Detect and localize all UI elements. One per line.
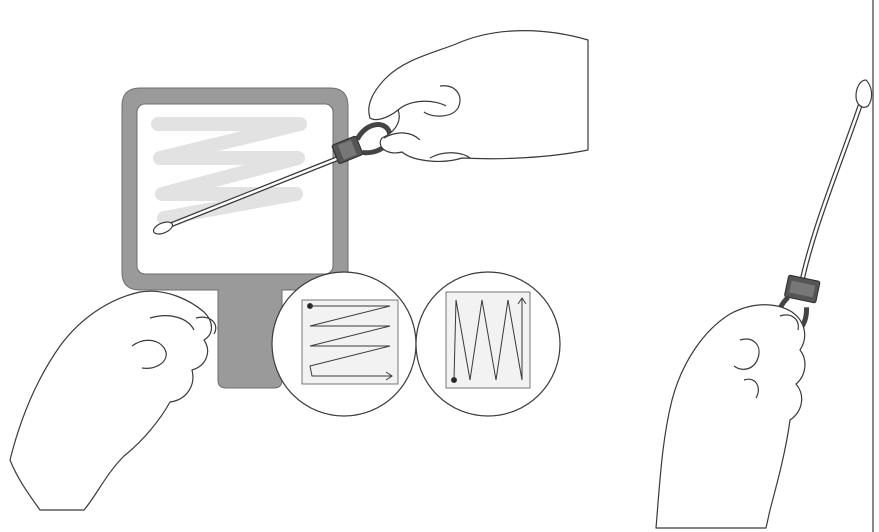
hand-icon: [368, 30, 589, 162]
swabbing-surface-panel: [9, 30, 589, 511]
swab-icon: [152, 122, 393, 235]
horizontal-zigzag-icon: [307, 303, 393, 381]
swab-icon: [775, 79, 873, 336]
hand-icon: [655, 304, 806, 529]
horizontal-zigzag-pattern: [271, 271, 417, 417]
swab-stroke-hint: [151, 117, 307, 225]
vertical-zigzag-icon: [451, 297, 527, 383]
swab-handling-panel: [655, 0, 874, 532]
vertical-zigzag-pattern: [415, 271, 561, 417]
hand-icon: [9, 290, 217, 511]
